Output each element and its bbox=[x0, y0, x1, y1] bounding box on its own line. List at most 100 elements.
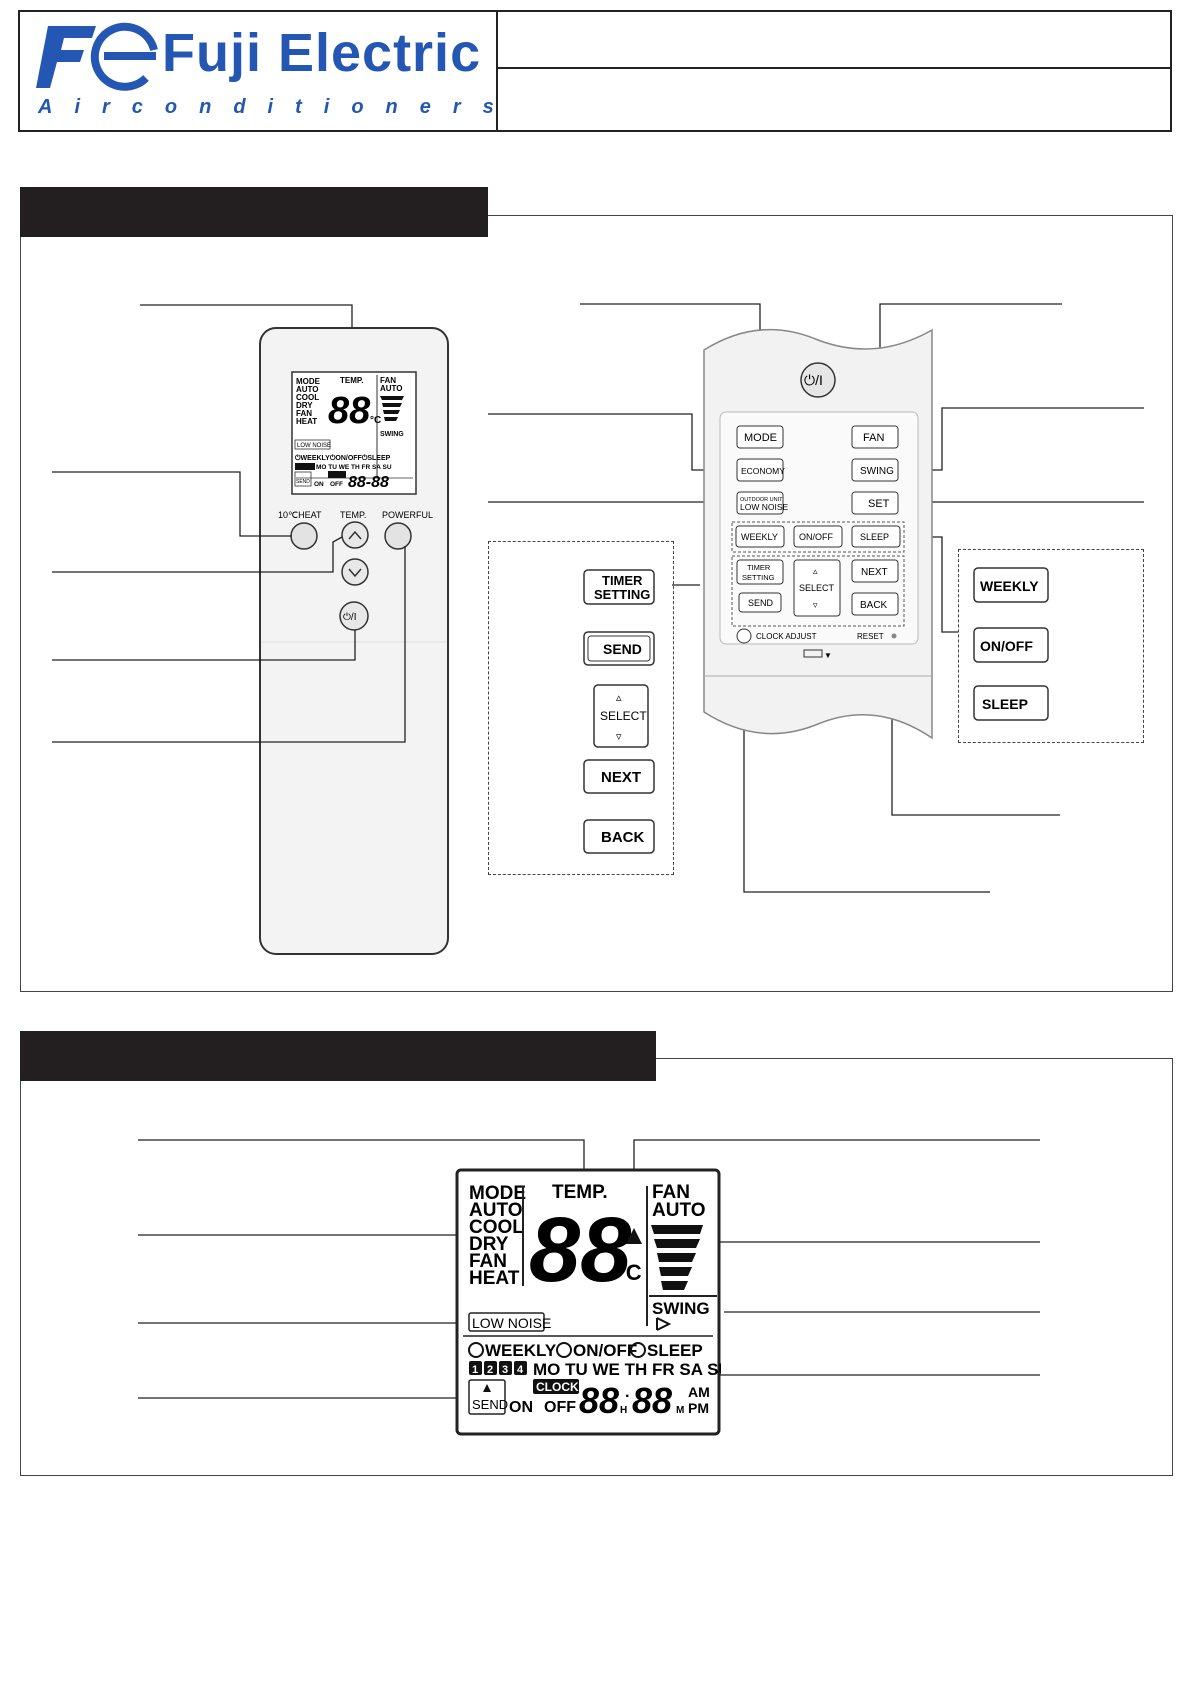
big-lcd-mode-1: COOL bbox=[469, 1217, 524, 1238]
remote-lcd-low-noise: LOW NOISE bbox=[297, 443, 331, 449]
big-lcd-onoff: ON/OFF bbox=[573, 1341, 637, 1360]
big-lcd-clock: CLOCK bbox=[536, 1380, 579, 1394]
panel-weekly-button[interactable] bbox=[735, 525, 785, 548]
remote-lcd-swing: SWING bbox=[380, 431, 404, 438]
panel-economy-button[interactable] bbox=[736, 458, 784, 482]
remote-lcd-unit: °C bbox=[370, 415, 381, 426]
big-lcd-h: H bbox=[620, 1405, 627, 1416]
zoom-select-button[interactable] bbox=[593, 684, 649, 748]
zoom-weekly-button[interactable] bbox=[973, 567, 1049, 603]
arrow-down-icon: ▼ bbox=[824, 651, 832, 660]
remote-powerful-button[interactable] bbox=[384, 522, 412, 550]
zoom-timer-setting-button[interactable] bbox=[583, 569, 655, 605]
panel-sleep-button[interactable] bbox=[851, 525, 901, 548]
section1-title-bar bbox=[20, 187, 488, 237]
panel-clock-adjust-label: CLOCK ADJUST bbox=[756, 632, 817, 641]
remote-lcd-mode-1: COOL bbox=[296, 393, 319, 402]
panel-sleep-label: SLEEP bbox=[860, 532, 889, 542]
big-lcd-send: SEND bbox=[472, 1397, 508, 1412]
panel-back-label: BACK bbox=[860, 600, 888, 611]
triangle-up-icon bbox=[626, 1228, 642, 1244]
panel-next-label: NEXT bbox=[861, 567, 888, 578]
remote-lcd-fan-auto: AUTO bbox=[380, 384, 403, 393]
big-lcd-day-3: 3 bbox=[502, 1364, 508, 1376]
big-lcd-mode-2: DRY bbox=[469, 1234, 509, 1255]
big-lcd-digits: 88 bbox=[529, 1199, 632, 1301]
panel-swing-button[interactable] bbox=[851, 458, 899, 482]
triangle-down-icon: ▿ bbox=[616, 731, 622, 743]
panel-timer-setting-button[interactable] bbox=[736, 559, 784, 585]
panel-onoff-button[interactable] bbox=[793, 525, 843, 548]
remote-lcd-send: SEND bbox=[296, 479, 310, 485]
timer-icon bbox=[468, 1342, 484, 1358]
big-lcd-pm: PM bbox=[688, 1400, 709, 1416]
triangle-up-icon bbox=[483, 1384, 491, 1392]
zoom-onoff-label: ON/OFF bbox=[980, 638, 1033, 654]
brand-name: Fuji Electric bbox=[162, 23, 482, 83]
chevron-up-icon bbox=[348, 530, 362, 540]
remote-lcd-mode-3: FAN bbox=[296, 409, 312, 418]
remote-lcd-digits: 88 bbox=[328, 390, 371, 432]
remote-lcd-on: ON bbox=[314, 481, 324, 488]
panel-timer-label-2: SETTING bbox=[742, 573, 775, 582]
triangle-up-icon: ▵ bbox=[813, 566, 818, 576]
zoom-select-label: SELECT bbox=[600, 709, 647, 723]
big-lcd-day-4: 4 bbox=[517, 1364, 524, 1376]
fuji-logo-mark bbox=[34, 20, 162, 92]
zoom-left-buttons: TIMER SETTING SEND ▵ SELECT ▿ NEXT BACK bbox=[570, 565, 670, 865]
big-lcd-mode: MODE bbox=[469, 1183, 526, 1204]
panel-power-button[interactable] bbox=[800, 362, 836, 398]
remote-power-button[interactable] bbox=[339, 601, 369, 631]
swing-icon bbox=[656, 1317, 672, 1331]
panel-set-button[interactable] bbox=[851, 491, 899, 515]
remote-temp-up-button[interactable] bbox=[341, 521, 369, 549]
zoom-weekly-label: WEEKLY bbox=[980, 578, 1039, 594]
panel-timer-label-1: TIMER bbox=[747, 563, 771, 572]
zoom-next-label: NEXT bbox=[601, 769, 641, 786]
big-lcd-mode-3: FAN bbox=[469, 1251, 507, 1272]
panel-low-noise-button[interactable] bbox=[736, 491, 784, 515]
panel-send-button[interactable] bbox=[738, 592, 782, 613]
remote-lcd-off: OFF bbox=[330, 481, 343, 488]
zoom-onoff-button[interactable] bbox=[973, 627, 1049, 663]
remote-temp-down-button[interactable] bbox=[341, 558, 369, 586]
zoom-send-button[interactable] bbox=[583, 631, 655, 666]
panel-low-noise-label: LOW NOISE bbox=[740, 502, 789, 512]
remote-lcd-timer-row: ⏻WEEKLY⏻ON/OFF⏻SLEEP bbox=[295, 454, 391, 462]
big-lcd-fan-bars bbox=[651, 1225, 703, 1290]
panel-reset-button[interactable] bbox=[891, 633, 897, 639]
zoom-right-buttons: WEEKLY ON/OFF SLEEP bbox=[968, 562, 1068, 732]
panel-select-button[interactable] bbox=[793, 559, 841, 617]
zoom-next-button[interactable] bbox=[583, 759, 655, 794]
triangle-down-icon: ▿ bbox=[813, 600, 818, 610]
chevron-down-icon bbox=[348, 568, 362, 578]
big-lcd-on: ON bbox=[509, 1399, 533, 1416]
section2-title-bar bbox=[20, 1031, 656, 1081]
timer-icon bbox=[630, 1342, 646, 1358]
header-divider-h bbox=[498, 67, 1172, 69]
panel-swing-label: SWING bbox=[860, 466, 894, 477]
panel-mode-button[interactable] bbox=[736, 425, 784, 449]
zoom-back-button[interactable] bbox=[583, 819, 655, 854]
big-lcd-swing: SWING bbox=[652, 1299, 710, 1318]
panel-clock-adjust-button[interactable] bbox=[736, 628, 752, 644]
zoom-send-label: SEND bbox=[603, 641, 642, 657]
panel-fan-label: FAN bbox=[863, 432, 884, 444]
zoom-right-box bbox=[958, 549, 1144, 743]
zoom-sleep-label: SLEEP bbox=[982, 696, 1028, 712]
remote-controller: MODE AUTO COOL DRY FAN HEAT TEMP. 88 °C … bbox=[258, 326, 450, 956]
panel-fan-button[interactable] bbox=[851, 425, 899, 449]
big-lcd-am: AM bbox=[688, 1384, 710, 1400]
zoom-sleep-button[interactable] bbox=[973, 685, 1049, 721]
timer-icon bbox=[556, 1342, 572, 1358]
remote-lcd-fan: FAN bbox=[380, 376, 396, 385]
panel-next-button[interactable] bbox=[851, 559, 899, 583]
section1-frame bbox=[20, 215, 1173, 992]
big-lcd-display: MODE AUTO COOL DRY FAN HEAT TEMP. 88 °C … bbox=[455, 1168, 731, 1438]
big-lcd-mode-0: AUTO bbox=[469, 1200, 522, 1221]
panel-back-button[interactable] bbox=[851, 592, 899, 616]
big-lcd-unit: °C bbox=[617, 1260, 642, 1285]
zoom-timer-label-2: SETTING bbox=[594, 587, 650, 602]
panel-mode-label: MODE bbox=[744, 432, 777, 444]
panel-power-label: ⏻/I bbox=[804, 372, 823, 388]
